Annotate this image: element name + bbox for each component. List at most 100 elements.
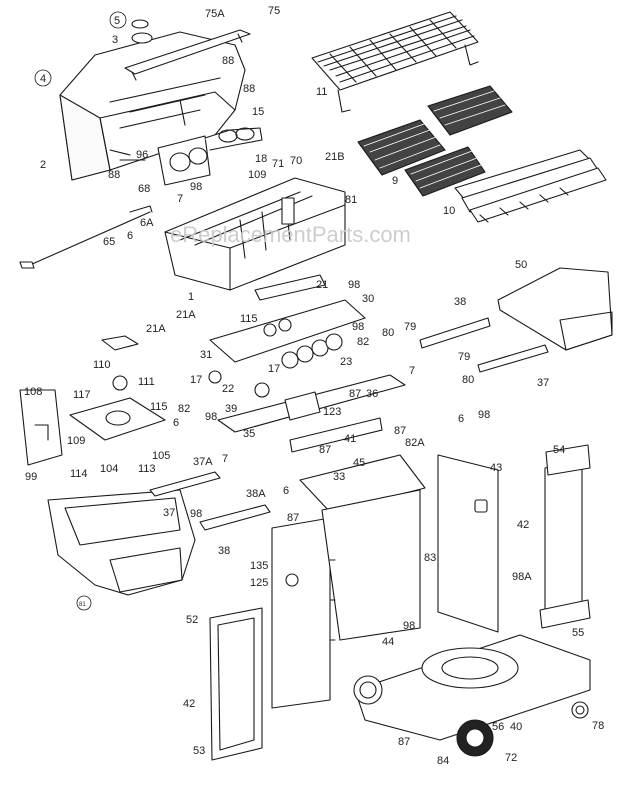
part-label: 21 — [316, 279, 328, 291]
part-label: 52 — [186, 614, 198, 626]
part-label: 98 — [190, 508, 202, 520]
part-label: 99 — [25, 471, 37, 483]
cart-frame — [149, 317, 549, 531]
part-label: 88 — [243, 83, 255, 95]
part-label: 98 — [348, 279, 360, 291]
part-label: 78 — [592, 720, 604, 732]
part-label: 83 — [424, 552, 436, 564]
part-label: 81 — [79, 602, 86, 608]
part-label: 84 — [437, 755, 449, 767]
part-label: 98A — [512, 571, 532, 583]
part-label: 81 — [345, 194, 357, 206]
part-label: 115 — [240, 313, 258, 325]
part-label: 9 — [392, 175, 398, 187]
part-label: 39 — [225, 403, 237, 415]
part-label: 68 — [138, 183, 150, 195]
part-label: 3 — [112, 34, 118, 46]
part-label: 82A — [405, 437, 425, 449]
part-label: 7 — [409, 365, 415, 377]
part-label: 41 — [344, 433, 356, 445]
part-label: 37 — [537, 377, 549, 389]
part-label: 88 — [222, 55, 234, 67]
part-label: 5 — [114, 15, 120, 27]
part-label: 7 — [177, 193, 183, 205]
part-label: 71 — [272, 158, 284, 170]
part-label: 72 — [505, 752, 517, 764]
part-label: 117 — [73, 389, 91, 401]
part-label: 98 — [190, 181, 202, 193]
part-label: 114 — [70, 468, 88, 480]
part-label: 104 — [100, 463, 118, 475]
part-label: 6 — [173, 417, 179, 429]
part-label: 45 — [353, 457, 365, 469]
part-label: 21A — [146, 323, 166, 335]
part-label: 21B — [325, 151, 345, 163]
part-label: 17 — [268, 363, 280, 375]
part-label: 43 — [490, 462, 502, 474]
part-label: 87 — [319, 444, 331, 456]
part-label: 82 — [178, 403, 190, 415]
part-label: 56 — [492, 721, 504, 733]
part-label: 75A — [205, 8, 225, 20]
part-label: 21A — [176, 309, 196, 321]
side-shelf — [497, 267, 613, 351]
part-label: 10 — [443, 205, 455, 217]
part-label: 123 — [323, 406, 341, 418]
cabinet — [209, 444, 591, 761]
part-label: 111 — [138, 376, 155, 388]
side-burner — [19, 335, 196, 596]
part-label: 75 — [268, 5, 280, 17]
part-label: 105 — [152, 450, 170, 462]
callout-circle — [109, 11, 127, 29]
part-label: 115 — [150, 401, 168, 413]
part-label: 33 — [333, 471, 345, 483]
part-label: 35 — [243, 428, 255, 440]
part-label: 44 — [382, 636, 394, 648]
part-label: 109 — [248, 169, 266, 181]
part-label: 23 — [340, 356, 352, 368]
part-label: 37 — [163, 507, 175, 519]
part-label: 108 — [24, 386, 42, 398]
part-label: 22 — [222, 383, 234, 395]
lid-assembly — [59, 19, 251, 181]
part-label: 98 — [478, 409, 490, 421]
part-label: 17 — [190, 374, 202, 386]
part-label: 54 — [553, 444, 565, 456]
warming-rack — [311, 11, 479, 113]
part-label: 98 — [403, 620, 415, 632]
part-label: 53 — [193, 745, 205, 757]
part-label: 40 — [510, 721, 522, 733]
part-labels: 5 3 4 75A 75 11 88 88 15 2 96 88 18 70 7… — [24, 5, 604, 767]
part-label: 98 — [352, 321, 364, 333]
callout-circle — [76, 595, 92, 611]
part-label: 6 — [127, 230, 133, 242]
part-label: 135 — [250, 560, 268, 572]
part-label: 31 — [200, 349, 212, 361]
part-label: 65 — [103, 236, 115, 248]
control-panel — [208, 274, 366, 398]
part-label: 96 — [136, 149, 148, 161]
firebox — [19, 127, 346, 291]
part-label: 82 — [357, 336, 369, 348]
part-label: 11 — [316, 86, 327, 98]
part-label: 88 — [108, 169, 120, 181]
part-label: 18 — [255, 153, 267, 165]
part-label: 2 — [40, 159, 46, 171]
part-label: 6 — [283, 485, 289, 497]
cooking-grates — [357, 85, 513, 197]
part-label: 109 — [67, 435, 85, 447]
part-label: 15 — [252, 106, 264, 118]
part-label: 70 — [290, 155, 302, 167]
flavorizer-bars — [454, 149, 607, 223]
part-label: 42 — [183, 698, 195, 710]
part-label: 98 — [205, 411, 217, 423]
part-label: 87 — [349, 388, 361, 400]
part-label: 7 — [222, 453, 228, 465]
part-label: 80 — [382, 327, 394, 339]
part-label: 110 — [93, 359, 111, 371]
part-label: 50 — [515, 259, 527, 271]
part-label: 87 — [398, 736, 410, 748]
part-label: 6A — [140, 217, 154, 229]
